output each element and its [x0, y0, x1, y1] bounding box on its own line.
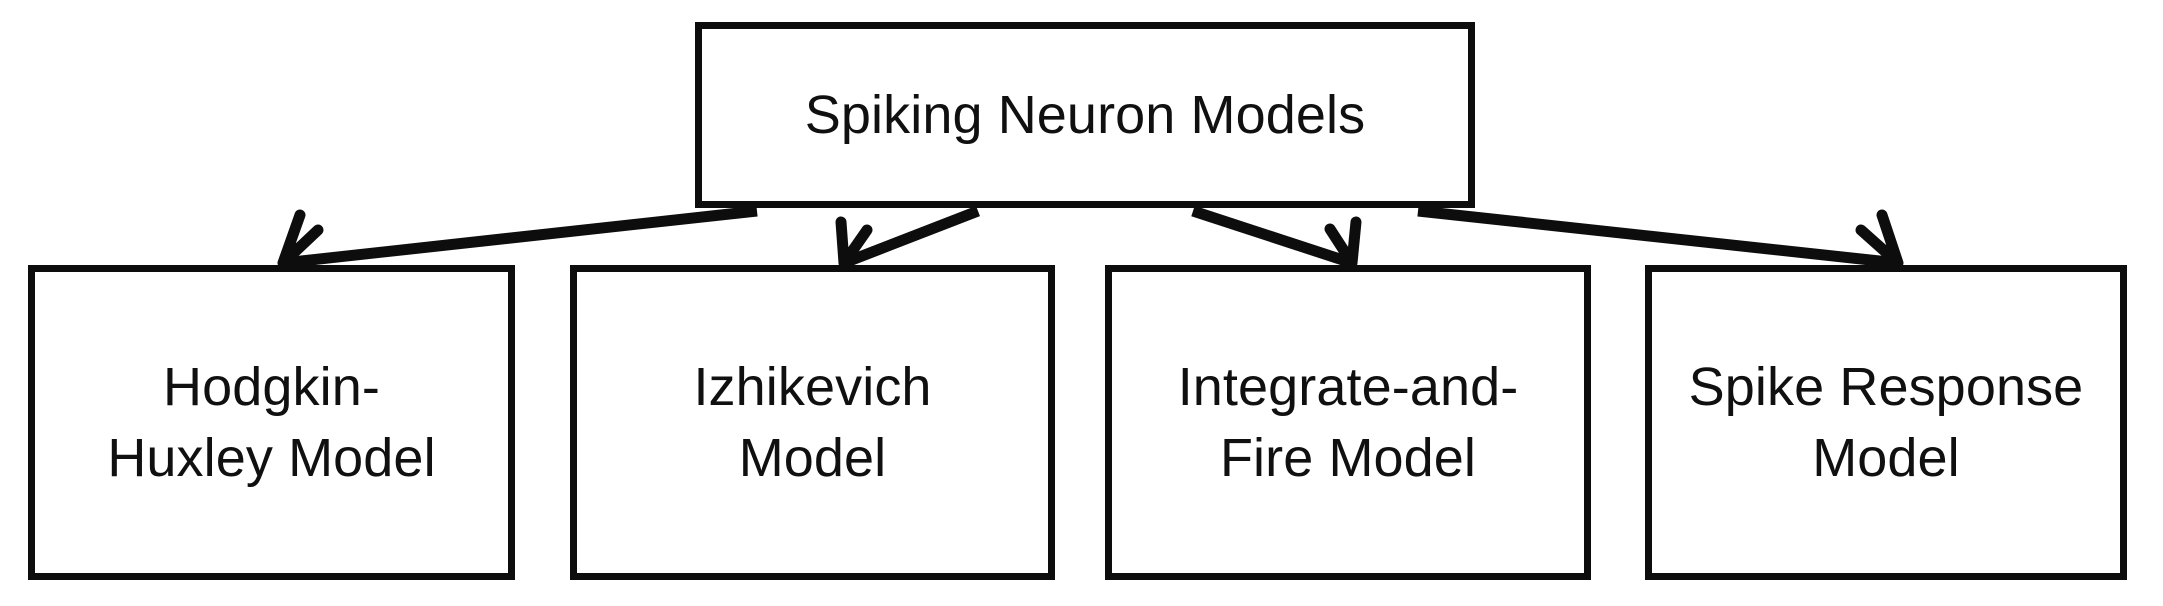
node-hodgkin-huxley-model[interactable]: Hodgkin- Huxley Model: [28, 265, 515, 580]
node-label-hodgkin-huxley: Hodgkin- Huxley Model: [107, 357, 436, 488]
edge-root-to-spike-response: [1417, 205, 1904, 269]
edge-root-to-hodgkin-huxley: [277, 205, 758, 269]
node-label-izhikevich: Izhikevich Model: [693, 357, 932, 488]
node-label-spike-response: Spike Response Model: [1688, 357, 2084, 488]
node-izhikevich-model[interactable]: Izhikevich Model: [570, 265, 1055, 580]
node-integrate-and-fire-model[interactable]: Integrate-and- Fire Model: [1105, 265, 1591, 580]
node-label-integrate-and-fire: Integrate-and- Fire Model: [1177, 357, 1519, 488]
edge-root-to-izhikevich: [835, 205, 980, 269]
node-spiking-neuron-models[interactable]: Spiking Neuron Models: [695, 22, 1475, 208]
node-spike-response-model[interactable]: Spike Response Model: [1645, 265, 2127, 580]
edge-root-to-integrate-and-fire: [1191, 205, 1362, 269]
node-label-root: Spiking Neuron Models: [804, 84, 1366, 145]
